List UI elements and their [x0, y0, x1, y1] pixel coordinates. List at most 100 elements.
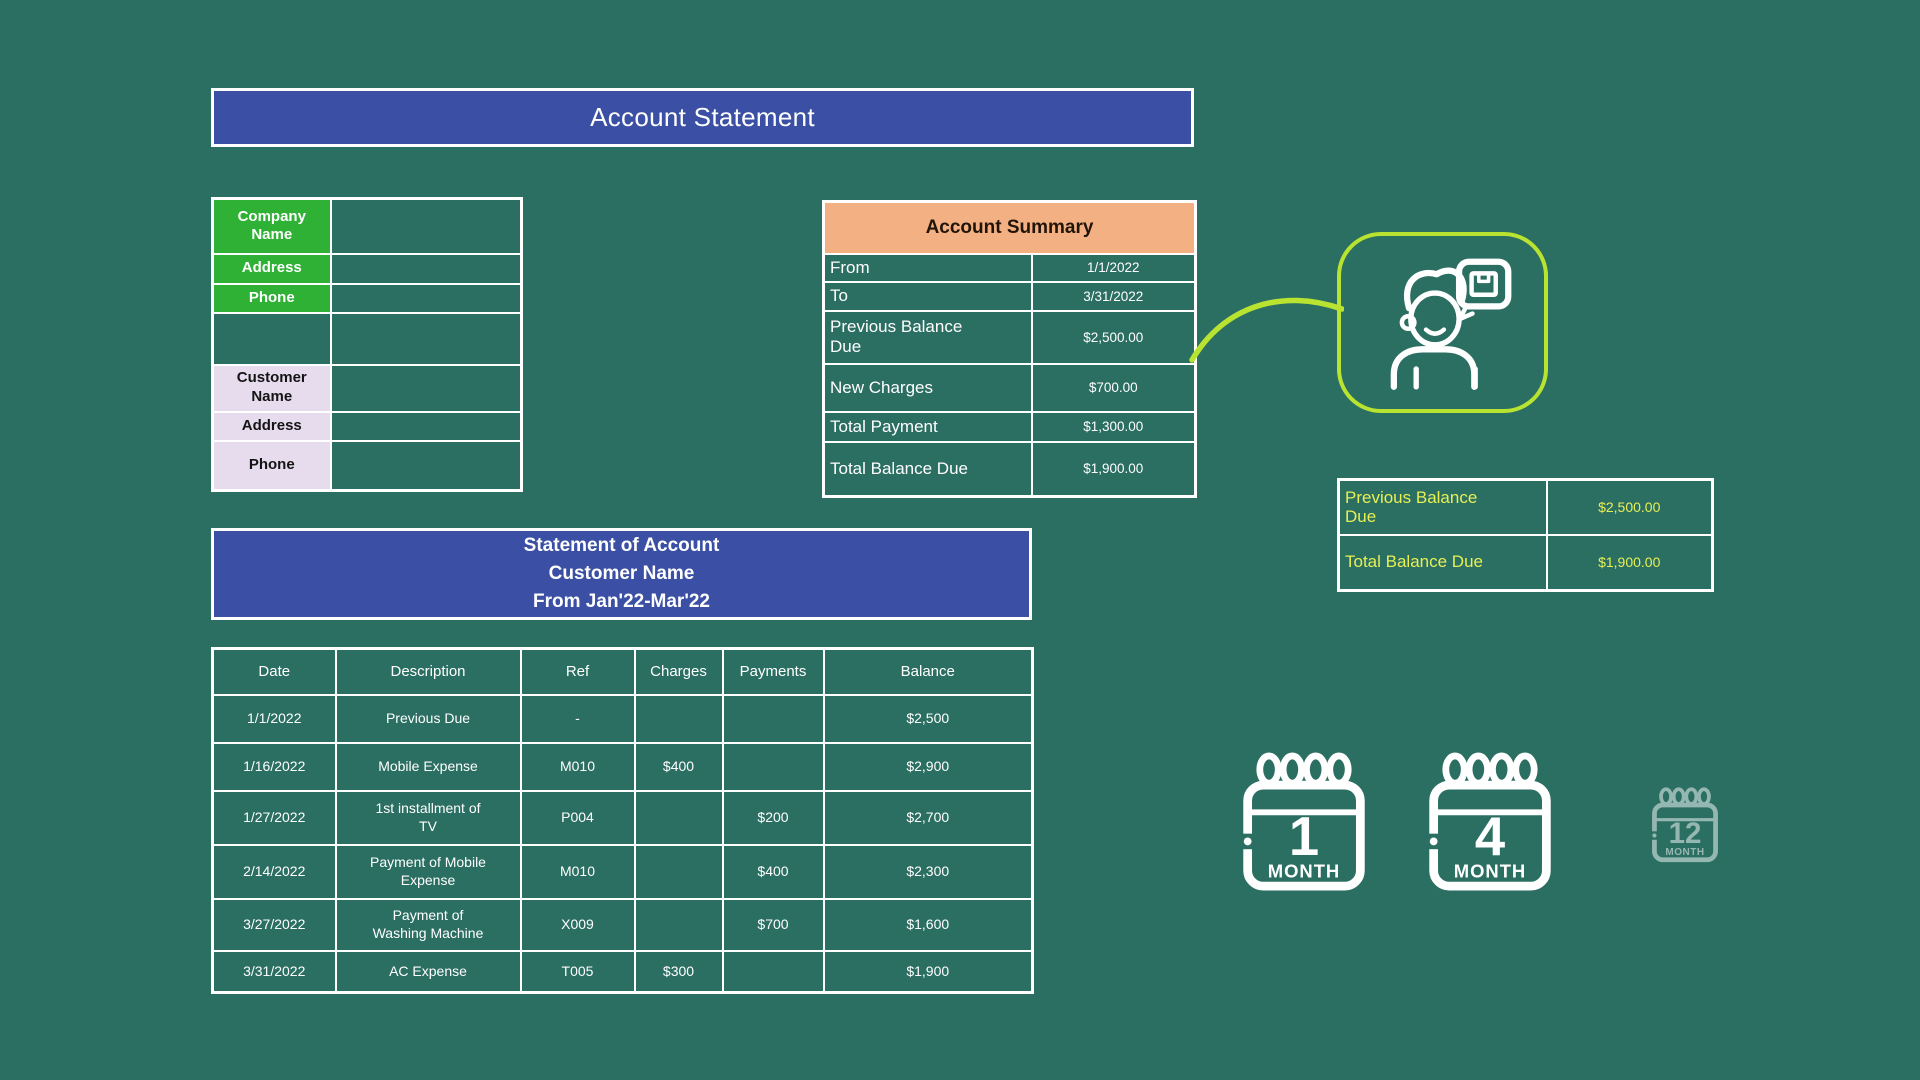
statement-banner: Statement of Account Customer Name From …	[211, 528, 1032, 620]
summary-total-balance-label: Total Balance Due	[822, 440, 1033, 498]
tx-cell-charges	[633, 897, 724, 952]
company-customer-table: Company Name Address Phone Customer Name…	[211, 197, 523, 492]
summary-previous-balance-value: $2,500.00	[1030, 309, 1197, 365]
summary-to-label: To	[822, 280, 1033, 312]
calendar-1-number: 1	[1289, 806, 1319, 867]
calendar-12-month-icon: 12 MONTH	[1650, 787, 1718, 863]
tx-cell-date: 3/27/2022	[211, 897, 337, 952]
customer-name-input-cell[interactable]	[329, 363, 523, 413]
tx-cell-description: Payment of Mobile Expense	[334, 843, 522, 900]
balance-highlight-table: Previous Balance Due $2,500.00 Total Bal…	[1337, 478, 1714, 592]
tx-cell-date: 1/1/2022	[211, 693, 337, 744]
tx-cell-charges	[633, 843, 724, 900]
tx-cell-date: 3/31/2022	[211, 949, 337, 994]
tx-cell-description: Mobile Expense	[334, 741, 522, 792]
tx-cell-date: 1/27/2022	[211, 789, 337, 846]
customer-callout-box	[1337, 232, 1548, 413]
highlight-previous-balance-value: $2,500.00	[1545, 478, 1714, 536]
statement-banner-line1: Statement of Account	[523, 535, 720, 556]
tx-cell-balance: $1,900	[822, 949, 1034, 994]
summary-new-charges-label: New Charges	[822, 362, 1033, 413]
tx-cell-payments	[721, 741, 825, 792]
tx-cell-payments: $400	[721, 843, 825, 900]
tx-cell-balance: $1,600	[822, 897, 1034, 952]
tx-cell-ref: M010	[519, 843, 636, 900]
tx-cell-description: AC Expense	[334, 949, 522, 994]
company-phone-label: Phone	[211, 282, 332, 314]
tx-cell-ref: X009	[519, 897, 636, 952]
connector-curve	[1189, 297, 1344, 363]
summary-from-value[interactable]: 1/1/2022	[1030, 252, 1197, 283]
spacer-cell	[211, 311, 332, 366]
tx-cell-description: Previous Due	[334, 693, 522, 744]
tx-cell-balance: $2,700	[822, 789, 1034, 846]
tx-cell-payments: $700	[721, 897, 825, 952]
account-summary-table: Account Summary From 1/1/2022 To 3/31/20…	[822, 200, 1197, 498]
summary-total-payment-value: $1,300.00	[1030, 410, 1197, 443]
calendar-1-month-icon: 1 MONTH	[1239, 752, 1365, 891]
highlight-total-balance-value: $1,900.00	[1545, 533, 1714, 592]
company-address-input-cell[interactable]	[329, 252, 523, 285]
account-summary-title: Account Summary	[822, 200, 1197, 255]
page-title: Account Statement	[590, 102, 815, 132]
customer-phone-label: Phone	[211, 439, 332, 492]
company-name-input-cell[interactable]	[329, 197, 523, 255]
tx-cell-description: Payment of Washing Machine	[334, 897, 522, 952]
statement-banner-line3: From Jan'22-Mar'22	[533, 591, 710, 612]
title-banner: Account Statement	[211, 88, 1194, 147]
highlight-previous-balance-label: Previous Balance Due	[1337, 478, 1548, 536]
table-row: 2/14/2022 Payment of Mobile Expense M010…	[211, 843, 1034, 900]
tx-cell-charges: $400	[633, 741, 724, 792]
tx-col-header-charges: Charges	[633, 647, 724, 696]
transactions-table: Date Description Ref Charges Payments Ba…	[211, 647, 1034, 994]
tx-col-header-date: Date	[211, 647, 337, 696]
person-speech-bubble-package-icon	[1390, 258, 1511, 390]
tx-cell-payments	[721, 693, 825, 744]
summary-to-value[interactable]: 3/31/2022	[1030, 280, 1197, 312]
calendar-4-number: 4	[1475, 806, 1505, 867]
tx-cell-ref: T005	[519, 949, 636, 994]
company-address-label: Address	[211, 252, 332, 285]
customer-name-label: Customer Name	[211, 363, 332, 413]
summary-from-label: From	[822, 252, 1033, 283]
tx-cell-charges	[633, 693, 724, 744]
tx-cell-balance: $2,900	[822, 741, 1034, 792]
tx-cell-charges: $300	[633, 949, 724, 994]
company-phone-input-cell[interactable]	[329, 282, 523, 314]
tx-cell-balance: $2,300	[822, 843, 1034, 900]
customer-address-label: Address	[211, 410, 332, 442]
tx-cell-ref: M010	[519, 741, 636, 792]
table-row: 3/31/2022 AC Expense T005 $300 $1,900	[211, 949, 1034, 994]
summary-total-balance-value: $1,900.00	[1030, 440, 1197, 498]
calendar-4-label: MONTH	[1454, 860, 1526, 881]
table-row: 1/27/2022 1st installment of TV P004 $20…	[211, 789, 1034, 846]
summary-previous-balance-label: Previous Balance Due	[822, 309, 1033, 365]
summary-new-charges-value: $700.00	[1030, 362, 1197, 413]
table-row: 1/1/2022 Previous Due - $2,500	[211, 693, 1034, 744]
calendar-12-number: 12	[1669, 817, 1702, 850]
statement-banner-line2: Customer Name	[548, 563, 695, 584]
calendar-4-month-icon: 4 MONTH	[1425, 752, 1551, 891]
tx-cell-balance: $2,500	[822, 693, 1034, 744]
tx-cell-description: 1st installment of TV	[334, 789, 522, 846]
customer-address-input-cell[interactable]	[329, 410, 523, 442]
tx-col-header-ref: Ref	[519, 647, 636, 696]
customer-phone-input-cell[interactable]	[329, 439, 523, 492]
tx-cell-payments	[721, 949, 825, 994]
tx-cell-date: 2/14/2022	[211, 843, 337, 900]
tx-cell-payments: $200	[721, 789, 825, 846]
highlight-total-balance-label: Total Balance Due	[1337, 533, 1548, 592]
spacer-cell	[329, 311, 523, 366]
summary-total-payment-label: Total Payment	[822, 410, 1033, 443]
table-row: 3/27/2022 Payment of Washing Machine X00…	[211, 897, 1034, 952]
calendar-12-label: MONTH	[1665, 847, 1704, 858]
tx-cell-charges	[633, 789, 724, 846]
company-name-label: Company Name	[211, 197, 332, 255]
tx-cell-ref: -	[519, 693, 636, 744]
calendar-1-label: MONTH	[1268, 860, 1340, 881]
tx-cell-date: 1/16/2022	[211, 741, 337, 792]
tx-col-header-balance: Balance	[822, 647, 1034, 696]
tx-col-header-payments: Payments	[721, 647, 825, 696]
table-row: 1/16/2022 Mobile Expense M010 $400 $2,90…	[211, 741, 1034, 792]
